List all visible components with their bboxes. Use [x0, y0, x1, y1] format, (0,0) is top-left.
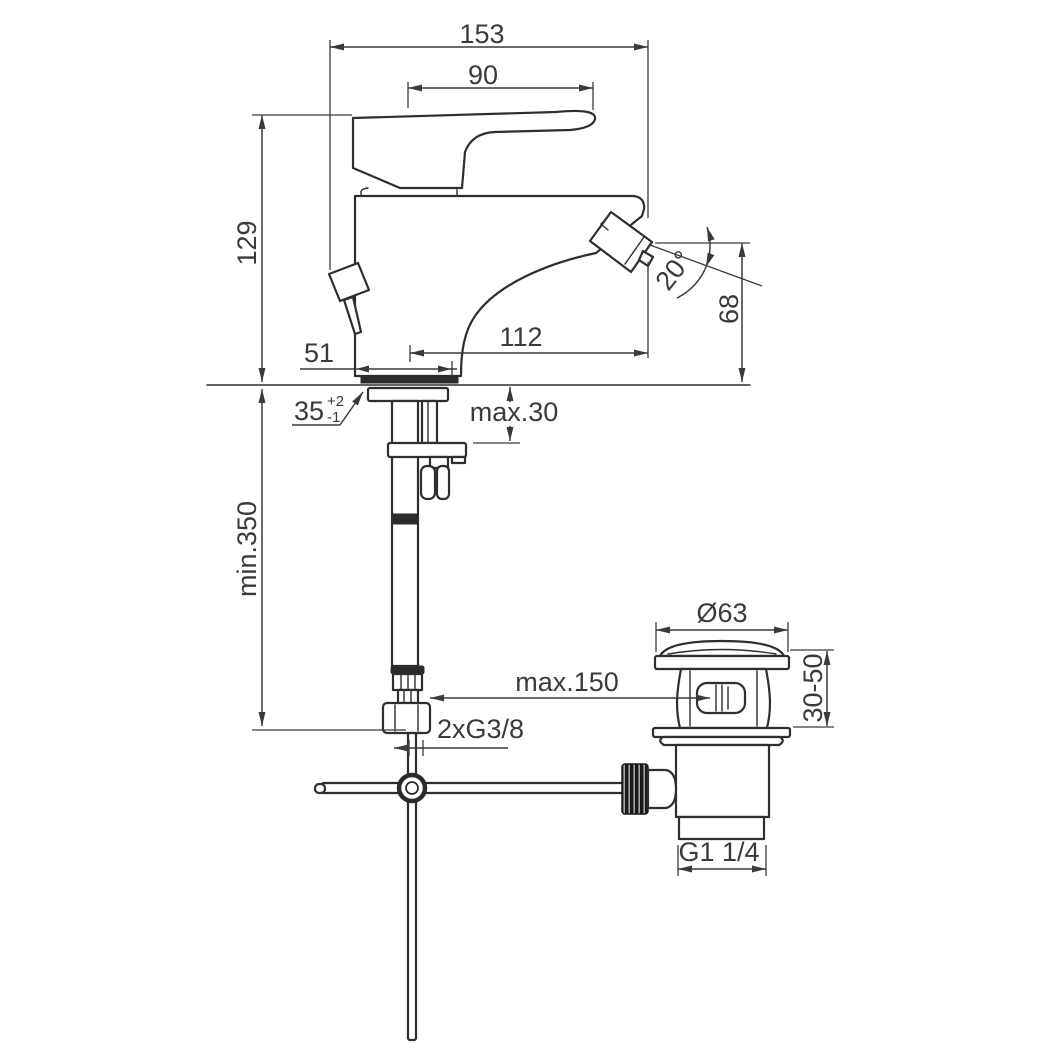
dim-supply-thread: 2xG3/8 — [394, 714, 524, 756]
pull-rod-assembly — [313, 731, 625, 1042]
drain-assembly — [621, 639, 792, 841]
dim-waste-height-range-label: 30-50 — [798, 653, 828, 722]
dim-supply-thread-label: 2xG3/8 — [437, 714, 524, 744]
side-knob — [327, 261, 371, 336]
drain-lower-flange — [651, 726, 792, 739]
connector-cylinder — [646, 768, 678, 810]
threaded-stud — [420, 399, 439, 445]
dim-waste-thread: G1 1/4 — [677, 837, 767, 876]
drain-top-flange — [653, 654, 791, 671]
mounting-hardware — [366, 386, 468, 668]
dim-outlet-angle: 20° — [650, 226, 763, 299]
dim-handle-projection: 90 — [407, 60, 594, 110]
dim-handle-projection-label: 90 — [468, 60, 498, 90]
dim-body-height-label: 129 — [232, 220, 262, 265]
dim-mounting-hole: 35 +2 -1 — [292, 391, 364, 426]
faucet-handle — [351, 109, 597, 197]
dim-waste-diameter-label: Ø63 — [696, 598, 747, 628]
hose-ferrule-band — [391, 513, 419, 525]
dim-body-height: 129 — [232, 114, 352, 382]
dim-spout-projection: 112 — [409, 322, 648, 362]
dim-base-width-label: 51 — [304, 338, 334, 368]
dim-spout-projection-label: 112 — [499, 322, 542, 352]
dim-overall-width: 153 — [329, 19, 649, 358]
mounting-nut — [419, 464, 437, 501]
pull-rod-horizontal — [321, 781, 625, 795]
g38-hex-nut — [381, 701, 432, 735]
dim-rod-reach: max.150 — [430, 667, 710, 702]
drain-cap-dome — [658, 639, 786, 658]
dim-mounting-hole-label: 35 — [294, 396, 324, 426]
aerator-outlet — [588, 210, 655, 274]
drain-lower-body — [674, 743, 771, 819]
mounting-nut — [435, 464, 451, 501]
dim-base-width: 51 — [300, 338, 457, 376]
pull-rod-vertical — [406, 731, 418, 1042]
faucet-body — [353, 194, 646, 384]
dim-mounting-hole-tol-plus: +2 — [327, 393, 344, 410]
mounting-plate — [386, 441, 468, 459]
knurled-connector — [621, 763, 649, 815]
dim-overall-width-label: 153 — [459, 19, 504, 49]
dim-outlet-height-label: 68 — [714, 294, 744, 324]
dim-hose-length-label: min.350 — [232, 501, 262, 597]
drain-tailpiece — [677, 815, 766, 841]
hose-end-fitting — [381, 665, 432, 735]
dim-rod-reach-label: max.150 — [515, 667, 619, 697]
dim-deck-thickness-label: max.30 — [470, 397, 559, 427]
dim-hose-length: min.350 — [232, 389, 406, 731]
dim-deck-thickness: max.30 — [470, 387, 559, 444]
dim-mounting-hole-tol-minus: -1 — [327, 409, 340, 426]
dim-outlet-height: 68 — [714, 243, 746, 382]
dim-waste-height-range: 30-50 — [790, 649, 834, 728]
dim-waste-thread-label: G1 1/4 — [678, 837, 759, 867]
supply-hose — [390, 399, 420, 668]
dim-waste-diameter: Ø63 — [655, 598, 789, 652]
base-gasket — [360, 375, 459, 384]
